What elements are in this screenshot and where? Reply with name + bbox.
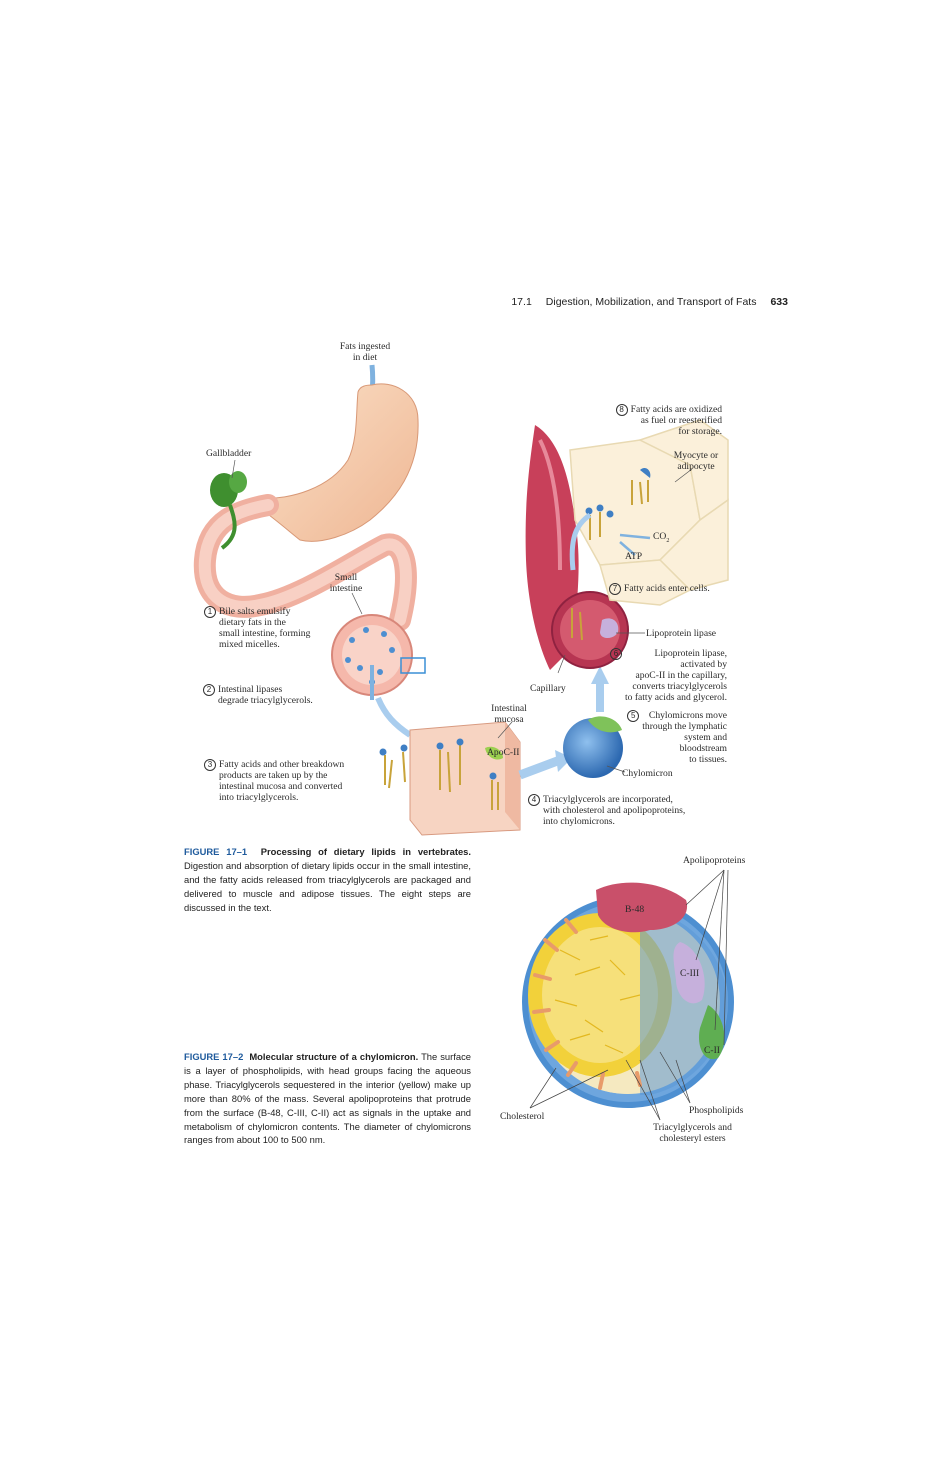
step-6-marker: 6: [609, 648, 622, 660]
label-apolipoproteins: Apolipoproteins: [683, 855, 746, 866]
figure-17-1-text: Digestion and absorption of dietary lipi…: [184, 859, 471, 913]
label-lipoprotein-lipase: Lipoprotein lipase: [646, 628, 717, 639]
chylomicron-leader-lines: [529, 869, 729, 1121]
apolipoprotein-b48: [596, 882, 688, 933]
chylomicron-structure: [522, 882, 734, 1108]
stomach: [261, 383, 419, 542]
label-c3: C-III: [680, 968, 700, 979]
step-2-marker: 2: [203, 684, 215, 696]
figure-17-2-label: FIGURE 17–2: [184, 1051, 244, 1062]
label-capillary: Capillary: [530, 683, 566, 694]
step-1-text: Bile salts emulsify dietary fats in the …: [219, 606, 311, 650]
apolipoprotein-c2: [698, 1005, 725, 1060]
step-3-text: Fatty acids and other breakdown products…: [219, 759, 345, 803]
chylomicron-sphere: [563, 718, 623, 778]
figure-17-2-caption: FIGURE 17–2 Molecular structure of a chy…: [184, 1050, 471, 1147]
tissue-cells: [569, 419, 729, 606]
figure-17-1-title: Processing of dietary lipids in vertebra…: [260, 846, 471, 857]
figure-17-1-label: FIGURE 17–1: [184, 846, 248, 857]
label-gallbladder: Gallbladder: [206, 448, 252, 459]
step-8-text: Fatty acids are oxidized as fuel or rees…: [630, 404, 722, 437]
label-chylomicron: Chylomicron: [622, 768, 673, 779]
section-number: 17.1: [511, 296, 532, 308]
intestinal-mucosa-block: [409, 721, 521, 836]
running-header: 17.1 Digestion, Mobilization, and Transp…: [470, 296, 788, 308]
step-4-text: Triacylglycerols are incorporated, with …: [543, 794, 686, 827]
page-number: 633: [770, 296, 788, 308]
magnify-box: [400, 657, 426, 674]
label-c2: C-II: [704, 1045, 720, 1056]
step-5-marker: 5: [627, 710, 640, 722]
co2-text: CO: [653, 531, 667, 542]
label-myocyte: Myocyte or adipocyte: [673, 450, 719, 472]
figure-17-2-text: The surface is a layer of phospholipids,…: [184, 1051, 471, 1146]
label-small-intestine: Small intestine: [329, 572, 363, 594]
step-4-marker: 4: [528, 794, 540, 806]
label-intestinal-mucosa: Intestinal mucosa: [491, 703, 527, 725]
figure-17-1-caption: FIGURE 17–1 Processing of dietary lipids…: [184, 845, 471, 915]
label-phospholipids: Phospholipids: [689, 1105, 744, 1116]
label-triacylglycerols: Triacylglycerols and cholesteryl esters: [653, 1122, 732, 1144]
step-7-marker: 7: [609, 583, 621, 595]
label-atp: ATP: [625, 551, 643, 562]
label-b48: B-48: [625, 904, 645, 915]
figure-17-2-title: Molecular structure of a chylomicron.: [249, 1051, 419, 1062]
label-cholesterol: Cholesterol: [500, 1111, 545, 1122]
step-1-marker: 1: [204, 606, 216, 618]
label-co2: CO2: [653, 531, 669, 547]
label-apoc2: ApoC-II: [487, 747, 520, 758]
section-title: Digestion, Mobilization, and Transport o…: [545, 296, 757, 308]
step-2-text: Intestinal lipases degrade triacylglycer…: [218, 684, 313, 706]
co2-subscript: 2: [666, 537, 670, 544]
label-fats-ingested: Fats ingested in diet: [339, 341, 391, 363]
step-3-marker: 3: [204, 759, 216, 771]
step-7-text: Fatty acids enter cells.: [624, 583, 710, 594]
step-8-marker: 8: [615, 404, 628, 416]
step-5-text: Chylomicrons move through the lymphatic …: [642, 710, 727, 765]
step-6-text: Lipoprotein lipase, activated by apoC-II…: [624, 648, 727, 703]
